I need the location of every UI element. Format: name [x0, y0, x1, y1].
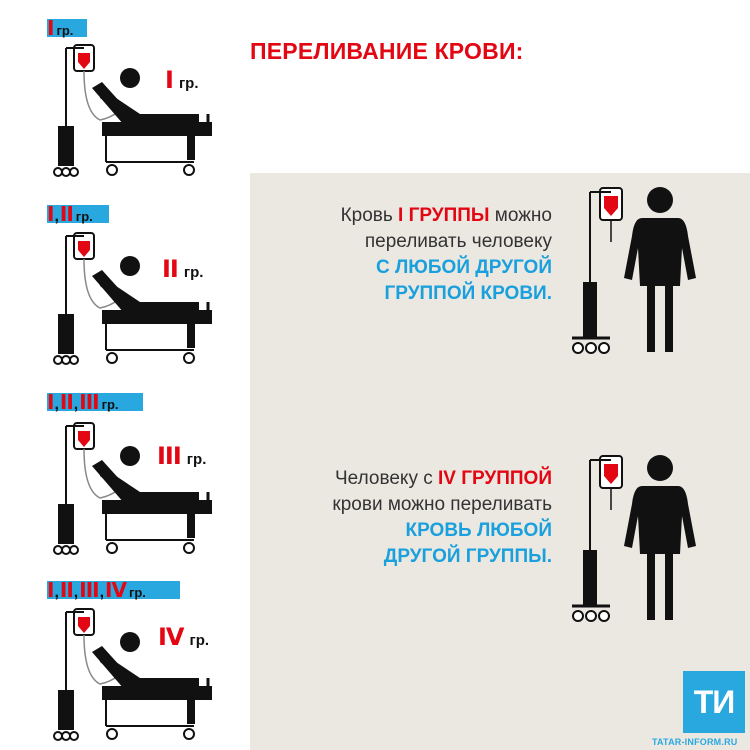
group-abbr: гр.	[56, 23, 74, 38]
donor-group: II	[59, 578, 74, 602]
group-abbr: гр.	[183, 264, 204, 281]
info1-line2: переливать человеку	[364, 231, 552, 252]
group-abbr: гр.	[75, 209, 93, 224]
info1-line1c: можно	[489, 205, 552, 226]
group-abbr: гр.	[189, 632, 210, 649]
recipient-label-4: IV гр.	[158, 623, 209, 651]
patient-transfusion-icon	[53, 608, 212, 741]
donor-group-bar	[47, 393, 143, 411]
info2-line3: КРОВЬ ЛЮБОЙ	[405, 520, 552, 541]
page-title: ПЕРЕЛИВАНИЕ КРОВИ:	[250, 38, 524, 64]
recipient-group: III	[157, 442, 182, 470]
group-abbr: гр.	[178, 75, 199, 92]
donor-group: I	[47, 202, 55, 226]
donor-group-bar	[47, 581, 180, 599]
patient-transfusion-icon	[53, 44, 212, 177]
info2-line4: ДРУГОЙ ГРУППЫ.	[383, 546, 552, 567]
universal-donor-text: Кровь I ГРУППЫ можно переливать человеку…	[341, 203, 552, 307]
recipient-group: II	[162, 255, 179, 283]
donor-group: I	[47, 16, 55, 40]
donor-group-bar	[47, 205, 109, 223]
group-abbr: гр.	[186, 451, 207, 468]
group-abbr: гр.	[101, 397, 119, 412]
donor-group-bar	[47, 19, 87, 37]
info1-highlight: I ГРУППЫ	[398, 205, 490, 226]
donor-group: III	[79, 578, 99, 602]
donor-group: II	[59, 202, 74, 226]
universal-recipient-text: Человеку с IV ГРУППОЙ крови можно перели…	[332, 466, 552, 570]
info2-line1a: Человеку с	[335, 468, 438, 489]
info2-line2: крови можно переливать	[332, 494, 552, 515]
recipient-group: I	[165, 66, 174, 94]
donor-group: I	[47, 390, 55, 414]
info1-line3: С ЛЮБОЙ ДРУГОЙ	[375, 257, 552, 278]
person-drip-icon	[572, 187, 696, 354]
info2-highlight: IV ГРУППОЙ	[438, 468, 552, 489]
donor-group: IV	[105, 578, 127, 602]
site-url: TATAR-INFORM.RU	[652, 737, 738, 747]
group-abbr: гр.	[128, 585, 146, 600]
donor-group: I	[47, 578, 55, 602]
patient-transfusion-icon	[53, 422, 212, 555]
info1-line4: ГРУППОЙ КРОВИ.	[384, 283, 553, 304]
person-drip-icon	[572, 455, 696, 622]
info1-line1a: Кровь	[340, 205, 399, 226]
patient-transfusion-icon	[53, 232, 212, 365]
brand-logo: ТИ	[683, 671, 745, 733]
recipient-group: IV	[158, 623, 184, 651]
donor-group: II	[59, 390, 74, 414]
donor-group: III	[79, 390, 99, 414]
